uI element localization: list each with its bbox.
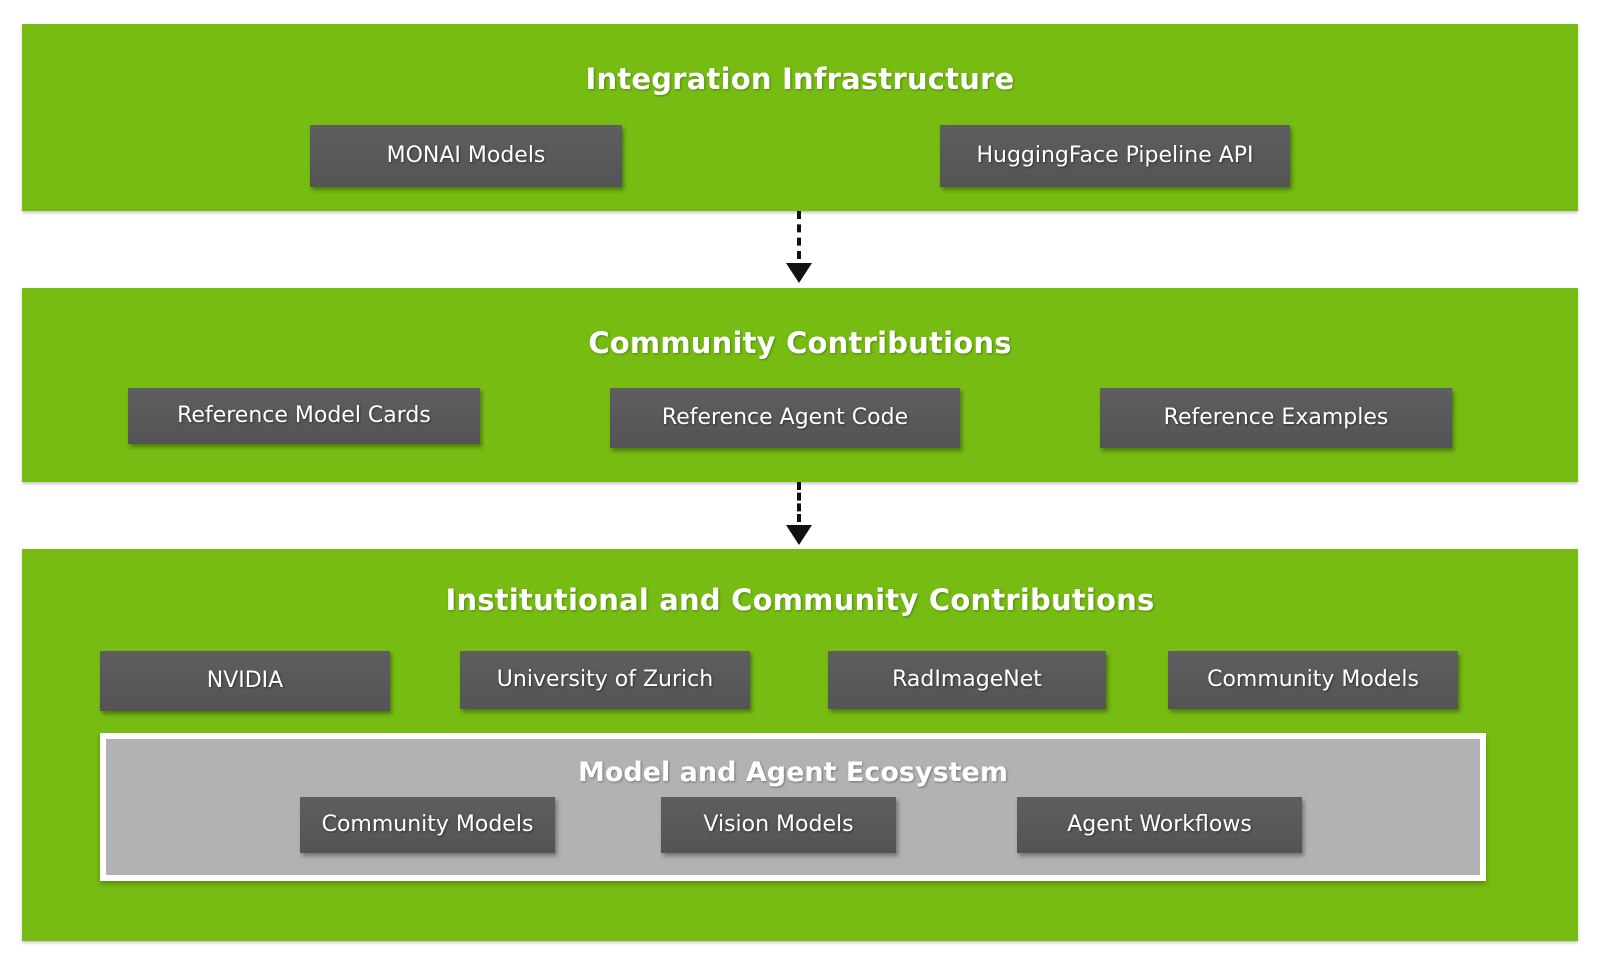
node-label: Reference Examples (1163, 404, 1389, 430)
arrow-line (797, 211, 801, 259)
node-huggingface-pipeline-api[interactable]: HuggingFace Pipeline API (940, 125, 1290, 187)
panel-integration-infrastructure: Integration Infrastructure MONAI Models … (22, 24, 1578, 211)
arrow-head-icon (786, 525, 812, 545)
group-model-and-agent-ecosystem: Model and Agent Ecosystem Community Mode… (100, 733, 1486, 881)
panel-community-contributions: Community Contributions Reference Model … (22, 288, 1578, 482)
node-label: HuggingFace Pipeline API (976, 142, 1254, 168)
node-monai-models[interactable]: MONAI Models (310, 125, 622, 187)
node-label: Reference Agent Code (661, 404, 909, 430)
node-reference-examples[interactable]: Reference Examples (1100, 388, 1452, 448)
group-title-model-and-agent-ecosystem: Model and Agent Ecosystem (577, 757, 1009, 788)
node-reference-model-cards[interactable]: Reference Model Cards (128, 388, 480, 444)
node-label: University of Zurich (496, 666, 714, 692)
node-label: Reference Model Cards (177, 402, 431, 428)
connector-arrow-1 (778, 211, 820, 288)
connector-arrow-2 (778, 482, 820, 549)
arrow-line (797, 482, 801, 522)
node-vision-models[interactable]: Vision Models (661, 797, 896, 853)
node-label: MONAI Models (386, 142, 546, 168)
node-nvidia[interactable]: NVIDIA (100, 651, 390, 711)
panel-institutional-and-community-contributions: Institutional and Community Contribution… (22, 549, 1578, 941)
node-radimagenet[interactable]: RadImageNet (828, 651, 1106, 709)
node-label: Community Models (1207, 666, 1419, 692)
node-community-models-institutional[interactable]: Community Models (1168, 651, 1458, 709)
node-university-of-zurich[interactable]: University of Zurich (460, 651, 750, 709)
node-agent-workflows[interactable]: Agent Workflows (1017, 797, 1302, 853)
node-label: Community Models (321, 811, 534, 837)
node-community-models-ecosystem[interactable]: Community Models (300, 797, 555, 853)
node-label: Vision Models (703, 811, 854, 837)
node-reference-agent-code[interactable]: Reference Agent Code (610, 388, 960, 448)
node-label: Agent Workflows (1067, 811, 1252, 837)
panel-title-integration-infrastructure: Integration Infrastructure (585, 62, 1015, 96)
panel-title-institutional-and-community-contributions: Institutional and Community Contribution… (445, 583, 1155, 617)
node-label: NVIDIA (206, 667, 284, 693)
arrow-head-icon (786, 263, 812, 283)
node-label: RadImageNet (892, 666, 1042, 692)
panel-title-community-contributions: Community Contributions (588, 326, 1012, 360)
